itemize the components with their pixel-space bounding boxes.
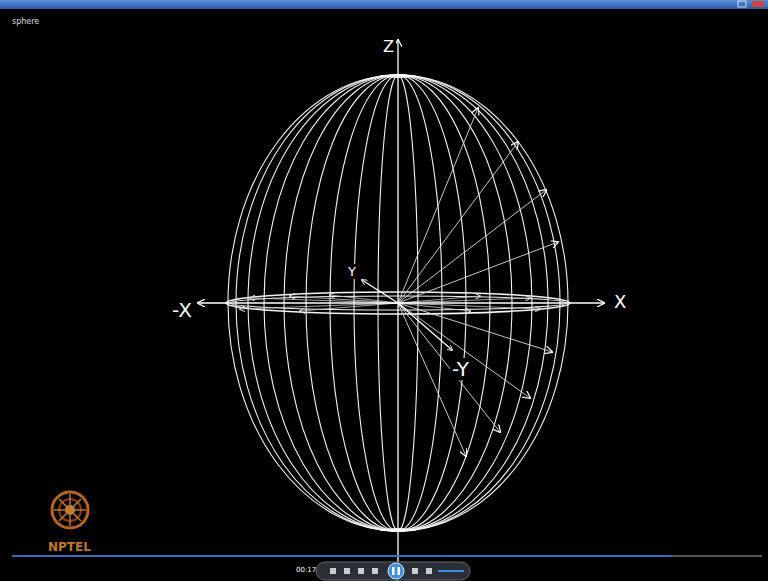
axis-label: Y bbox=[346, 264, 358, 279]
logo-text: NPTEL bbox=[48, 541, 91, 553]
axis-label: Z bbox=[381, 38, 396, 56]
axis-label: -X bbox=[170, 299, 194, 321]
axis-label: -Y bbox=[450, 358, 471, 380]
axis-label: X bbox=[612, 292, 628, 312]
window-title: sphere bbox=[12, 18, 39, 26]
time-display: 00:17 bbox=[296, 567, 316, 574]
